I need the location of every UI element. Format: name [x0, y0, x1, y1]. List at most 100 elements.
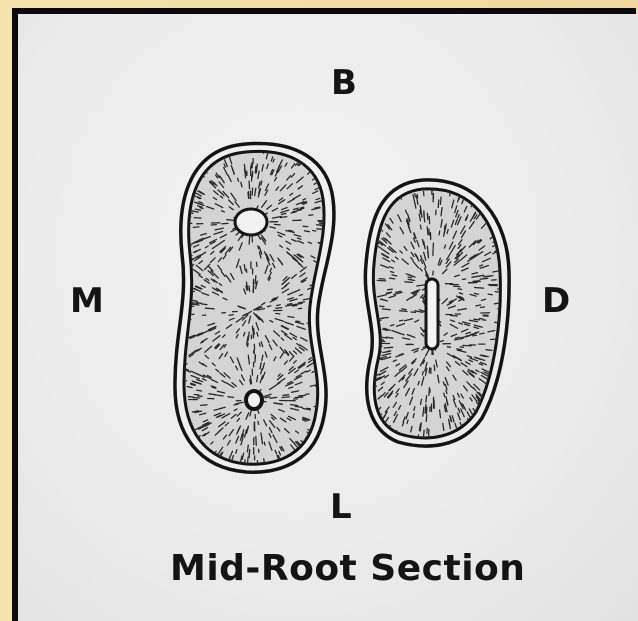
stipple-mark — [176, 392, 182, 393]
stipple-mark — [504, 362, 511, 364]
stipple-mark — [376, 186, 380, 192]
stipple-mark — [189, 165, 192, 168]
stipple-mark — [318, 361, 321, 363]
stipple-mark — [243, 434, 244, 437]
stipple-mark — [182, 163, 189, 169]
stipple-mark — [480, 333, 485, 334]
stipple-mark — [474, 319, 480, 320]
stipple-mark — [475, 438, 477, 441]
stipple-mark — [247, 457, 248, 465]
stipple-mark — [494, 437, 498, 442]
stipple-mark — [220, 141, 222, 146]
stipple-mark — [264, 442, 265, 445]
stipple-mark — [320, 439, 324, 442]
stipple-mark — [440, 341, 443, 342]
stipple-mark — [193, 227, 199, 228]
stipple-mark — [192, 304, 199, 305]
stipple-mark — [426, 407, 427, 414]
stipple-mark — [176, 280, 182, 282]
stipple-mark — [314, 445, 319, 449]
stipple-mark — [427, 227, 428, 235]
stipple-mark — [488, 294, 492, 295]
stipple-mark — [402, 309, 407, 310]
stipple-mark — [372, 323, 376, 324]
stipple-mark — [313, 231, 316, 232]
stipple-mark — [317, 152, 323, 158]
stipple-mark — [462, 181, 463, 185]
stipple-mark — [318, 460, 322, 464]
stipple-mark — [187, 431, 193, 434]
stipple-mark — [329, 148, 331, 150]
stipple-mark — [257, 262, 258, 266]
stipple-mark — [493, 206, 496, 210]
stipple-mark — [326, 295, 329, 296]
stipple-mark — [447, 347, 450, 348]
stipple-mark — [290, 300, 294, 301]
stipple-mark — [494, 303, 499, 304]
stipple-mark — [501, 372, 508, 375]
stipple-mark — [422, 372, 423, 375]
stipple-mark — [200, 146, 204, 153]
stipple-mark — [292, 306, 296, 307]
stipple-mark — [305, 231, 310, 232]
stipple-mark — [495, 357, 500, 358]
stipple-mark — [377, 280, 386, 281]
stipple-mark — [474, 447, 476, 452]
stipple-mark — [391, 272, 394, 273]
stipple-mark — [458, 289, 462, 290]
stipple-mark — [311, 453, 315, 457]
stipple-mark — [434, 365, 435, 370]
stipple-mark — [426, 396, 427, 402]
stipple-mark — [175, 304, 181, 305]
stipple-mark — [498, 383, 503, 386]
stipple-mark — [490, 187, 494, 193]
stipple-mark — [282, 397, 289, 398]
stipple-mark — [386, 180, 389, 187]
stipple-mark — [398, 179, 400, 184]
stipple-mark — [490, 442, 494, 449]
stipple-mark — [284, 395, 289, 396]
stipple-mark — [324, 300, 333, 301]
stipple-mark — [466, 182, 467, 186]
stipple-mark — [496, 423, 500, 428]
stipple-mark — [400, 320, 403, 321]
stipple-mark — [277, 305, 281, 306]
mesial-root-section-icon — [174, 141, 334, 474]
stipple-mark — [185, 459, 188, 462]
stipple-mark — [275, 224, 281, 225]
stipple-mark — [320, 339, 324, 341]
stipple-mark — [288, 304, 292, 305]
stipple-mark — [307, 408, 311, 409]
stipple-mark — [375, 224, 377, 226]
stipple-mark — [276, 308, 282, 309]
stipple-mark — [176, 451, 180, 454]
stipple-mark — [253, 286, 254, 292]
stipple-mark — [184, 238, 188, 239]
stipple-mark — [246, 467, 247, 471]
stipple-mark — [501, 442, 503, 445]
stipple-mark — [453, 444, 455, 453]
stipple-mark — [473, 433, 476, 440]
stipple-mark — [480, 278, 488, 279]
stipple-mark — [327, 145, 330, 148]
stipple-mark — [478, 184, 481, 190]
stipple-mark — [322, 446, 329, 451]
stipple-mark — [270, 397, 277, 398]
stipple-mark — [296, 321, 300, 322]
stipple-mark — [498, 394, 503, 398]
stipple-mark — [249, 236, 250, 245]
stipple-mark — [325, 455, 328, 457]
stipple-mark — [205, 308, 214, 309]
stipple-mark — [302, 466, 304, 469]
stipple-mark — [485, 437, 489, 443]
stipple-mark — [291, 405, 298, 406]
stipple-mark — [477, 442, 479, 446]
label-distal: D — [542, 284, 570, 318]
stipple-mark — [204, 166, 207, 169]
stipple-mark — [258, 421, 259, 424]
stipple-mark — [498, 204, 501, 207]
stipple-mark — [182, 449, 189, 454]
stipple-mark — [498, 185, 500, 188]
stipple-mark — [177, 433, 183, 436]
stipple-mark — [191, 162, 197, 168]
